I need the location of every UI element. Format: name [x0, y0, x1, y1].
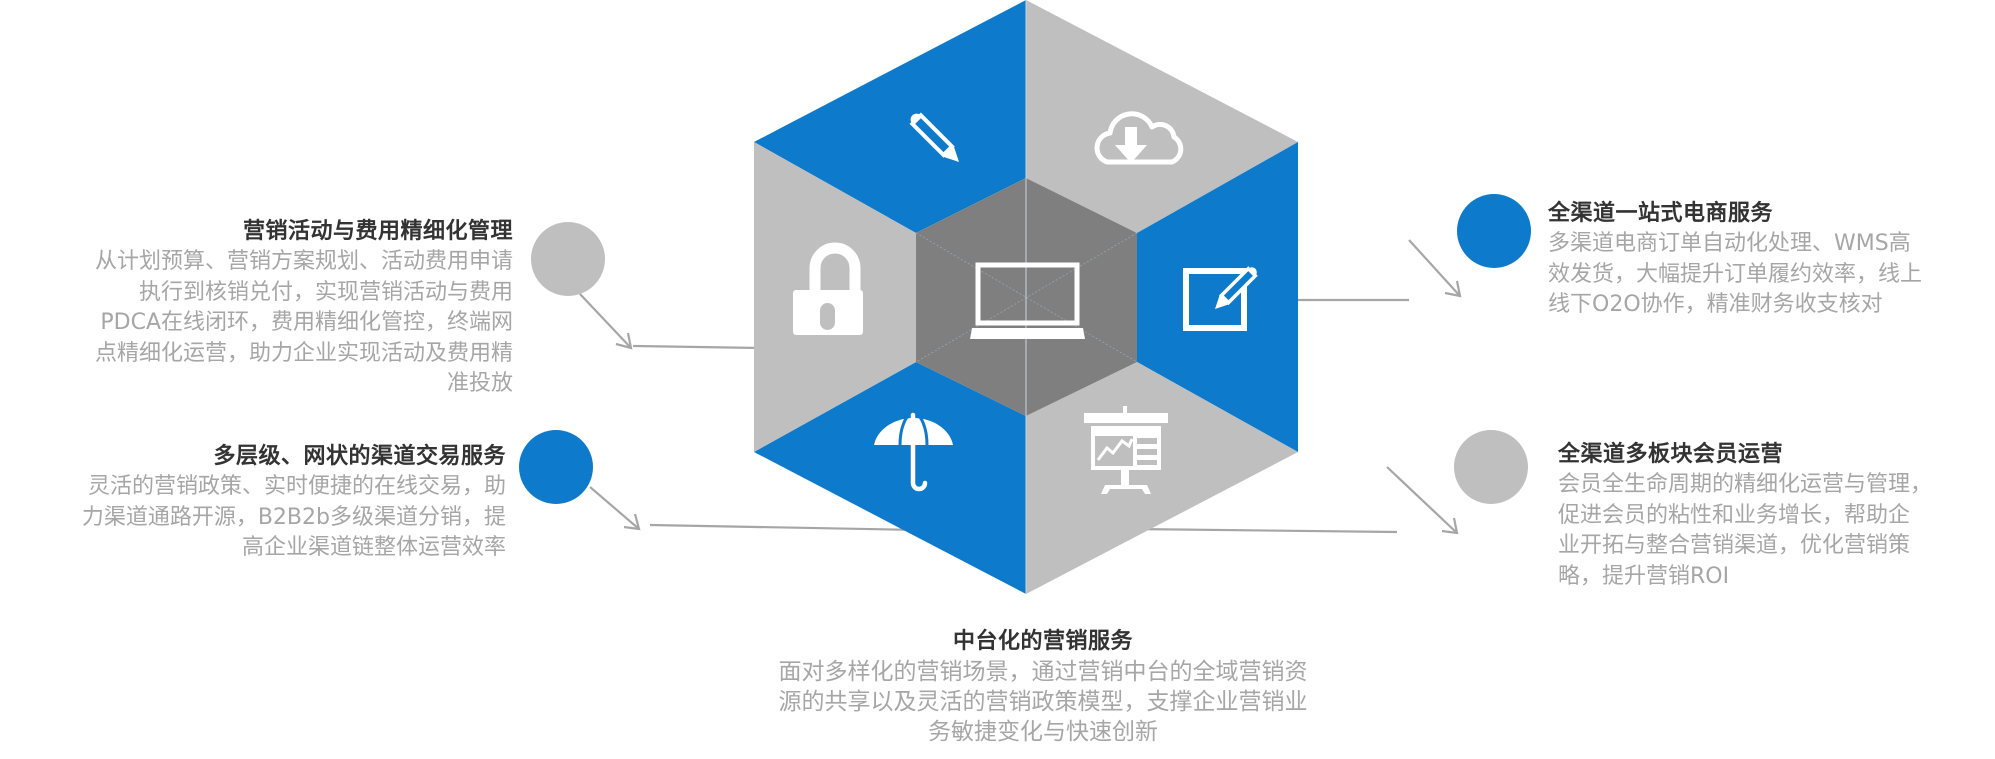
- connector-arrow-top-right: [1408, 239, 1461, 297]
- connector-line-bottom-right: [1129, 527, 1398, 534]
- feature-title: 全渠道一站式电商服务: [1548, 201, 1774, 226]
- connector-arrow-mid-left: [589, 486, 640, 530]
- feature-block-channel-marketing-expense: 营销活动与费用精细化管理 从计划预算、营销方案规划、活动费用申请 执行到核销兑付…: [0, 217, 513, 400]
- lock-icon: [793, 242, 863, 335]
- feature-description: 会员全生命周期的精细化运营与管理， 促进会员的粘性和业务增长，帮助企 业开拓与整…: [1558, 472, 1933, 589]
- laptop-icon: [970, 262, 1085, 339]
- marker-circle-mid-left: [519, 430, 593, 504]
- connectors: [579, 239, 1462, 535]
- hex-segment-right: [1137, 142, 1298, 452]
- feature-description: 面对多样化的营销场景，通过营销中台的全域营销资 源的共享以及灵活的营销政策模型，…: [778, 659, 1308, 745]
- feature-description: 灵活的营销政策、实时便捷的在线交易，助 力渠道通路开源，B2B2b多级渠道分销，…: [81, 474, 506, 560]
- guide-lines: [915, 232, 1138, 363]
- marker-circle-top-left: [531, 222, 605, 296]
- feature-title: 营销活动与费用精细化管理: [242, 219, 513, 244]
- feature-block-ecommerce: 全渠道一站式电商服务 多渠道电商订单自动化处理、WMS高 效发货，大幅提升订单履…: [1548, 199, 1988, 321]
- feature-block-middle-platform: 中台化的营销服务 面对多样化的营销场景，通过营销中台的全域营销资 源的共享以及灵…: [748, 627, 1338, 747]
- feature-title: 多层级、网状的渠道交易服务: [213, 444, 506, 469]
- marker-circle-top-right: [1457, 194, 1531, 268]
- hex-segment-top-right: [1026, 0, 1298, 233]
- cloud-download-icon: [1094, 111, 1184, 165]
- hex-segment-bottom-left: [754, 362, 1026, 594]
- connector-arrow-bottom-right: [1386, 466, 1458, 534]
- arrowhead-mid-left: [623, 513, 641, 531]
- feature-title: 中台化的营销服务: [952, 629, 1133, 654]
- feature-description: 从计划预算、营销方案规划、活动费用申请 执行到核销兑付，实现营销活动与费用 PD…: [94, 249, 513, 396]
- umbrella-icon: [874, 411, 953, 492]
- marker-circle-bottom-right: [1454, 430, 1528, 504]
- hexagon: [754, 0, 1298, 594]
- feature-title: 全渠道多板块会员运营: [1558, 442, 1784, 467]
- arrowhead-top-right: [1444, 280, 1462, 298]
- feature-block-membership: 全渠道多板块会员运营 会员全生命周期的精细化运营与管理， 促进会员的粘性和业务增…: [1558, 440, 1995, 592]
- edit-square-icon: [1183, 266, 1258, 331]
- presentation-chart-icon: [1084, 406, 1168, 494]
- connector-line-mid-left: [649, 523, 921, 532]
- connector-line-top-left: [632, 344, 761, 350]
- feature-block-channel-trading: 多层级、网状的渠道交易服务 灵活的营销政策、实时便捷的在线交易，助 力渠道通路开…: [0, 442, 506, 564]
- arrowhead-bottom-right: [1441, 517, 1459, 535]
- connector-arrow-top-left: [579, 293, 632, 349]
- hex-segment-top-left: [754, 0, 1026, 233]
- feature-description: 多渠道电商订单自动化处理、WMS高 效发货，大幅提升订单履约效率，线上 线下O2…: [1548, 231, 1923, 317]
- arrowhead-top-left: [615, 332, 633, 350]
